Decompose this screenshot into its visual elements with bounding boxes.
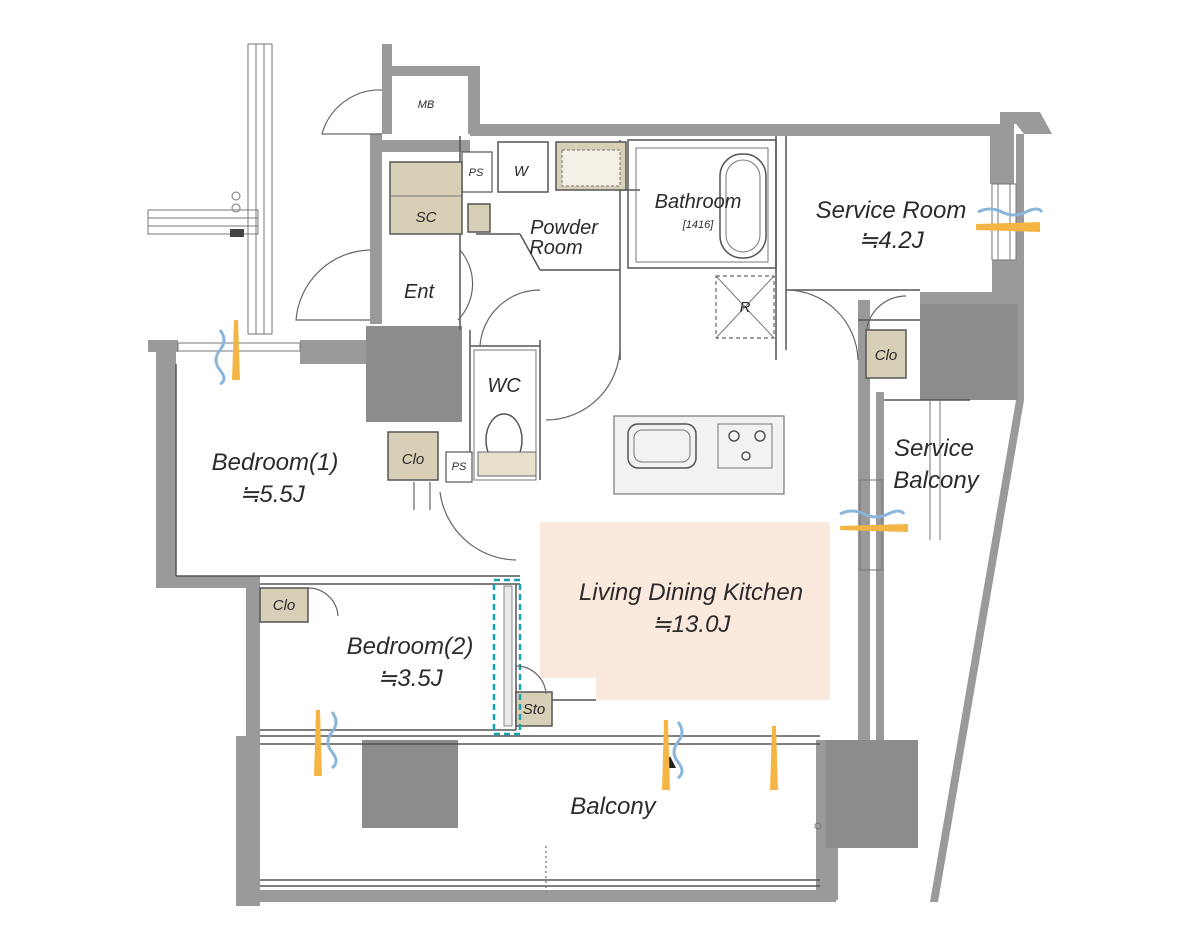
label-sto: Sto <box>523 701 546 718</box>
label-w: W <box>514 163 530 180</box>
label-service-balcony-2: Balcony <box>893 467 980 494</box>
label-service-balcony-1: Service <box>894 435 974 462</box>
storage-sto <box>515 691 553 727</box>
label-ps-bottom: PS <box>452 461 467 473</box>
structural-columns <box>362 326 462 828</box>
label-wc: WC <box>487 375 521 397</box>
label-bedroom2: Bedroom(2) <box>347 633 474 660</box>
label-clo-service: Clo <box>875 347 898 364</box>
closet-bedroom1 <box>387 431 439 481</box>
label-entrance: Ent <box>404 281 435 303</box>
kitchen-counter <box>613 415 785 495</box>
label-bedroom1: Bedroom(1) <box>212 449 339 476</box>
label-balcony: Balcony <box>570 793 657 820</box>
label-powder-1: Powder <box>530 217 599 239</box>
label-bathroom: Bathroom <box>655 191 742 213</box>
label-r: R <box>740 299 751 316</box>
dashed-highlight <box>492 578 522 736</box>
label-bathroom-size: [1416] <box>682 219 715 231</box>
label-sc: SC <box>416 209 437 226</box>
label-bedroom2-area: ≒3.5J <box>377 665 443 692</box>
sink-icon <box>627 423 697 469</box>
label-clo-bed2: Clo <box>273 597 296 614</box>
door-swing-icon <box>295 89 907 695</box>
label-ldk-area: ≒13.0J <box>652 611 732 638</box>
closet-bedroom2 <box>259 587 309 623</box>
label-clo-bed1: Clo <box>402 451 425 468</box>
label-service-room: Service Room <box>816 197 967 224</box>
balcony-marks <box>545 756 822 894</box>
toilet-icon <box>473 349 537 481</box>
label-ldk: Living Dining Kitchen <box>579 579 803 606</box>
ldk-highlight <box>540 522 830 700</box>
label-ps-top: PS <box>469 167 484 179</box>
exterior-walls <box>148 44 1052 906</box>
closet-service <box>865 329 907 379</box>
refrigerator-space <box>715 275 775 339</box>
neighbor-structure <box>147 43 273 335</box>
bathtub-icon <box>719 153 767 259</box>
label-powder-2: Room <box>529 237 582 259</box>
laundry-area <box>467 141 627 233</box>
label-bedroom1-area: ≒5.5J <box>239 481 305 508</box>
gas-stove-icon <box>717 423 773 469</box>
label-mb: MB <box>418 99 435 111</box>
wind-flow-icon <box>214 207 1044 790</box>
label-service-room-area: ≒4.2J <box>858 227 924 254</box>
bathroom-fixtures <box>627 139 777 269</box>
